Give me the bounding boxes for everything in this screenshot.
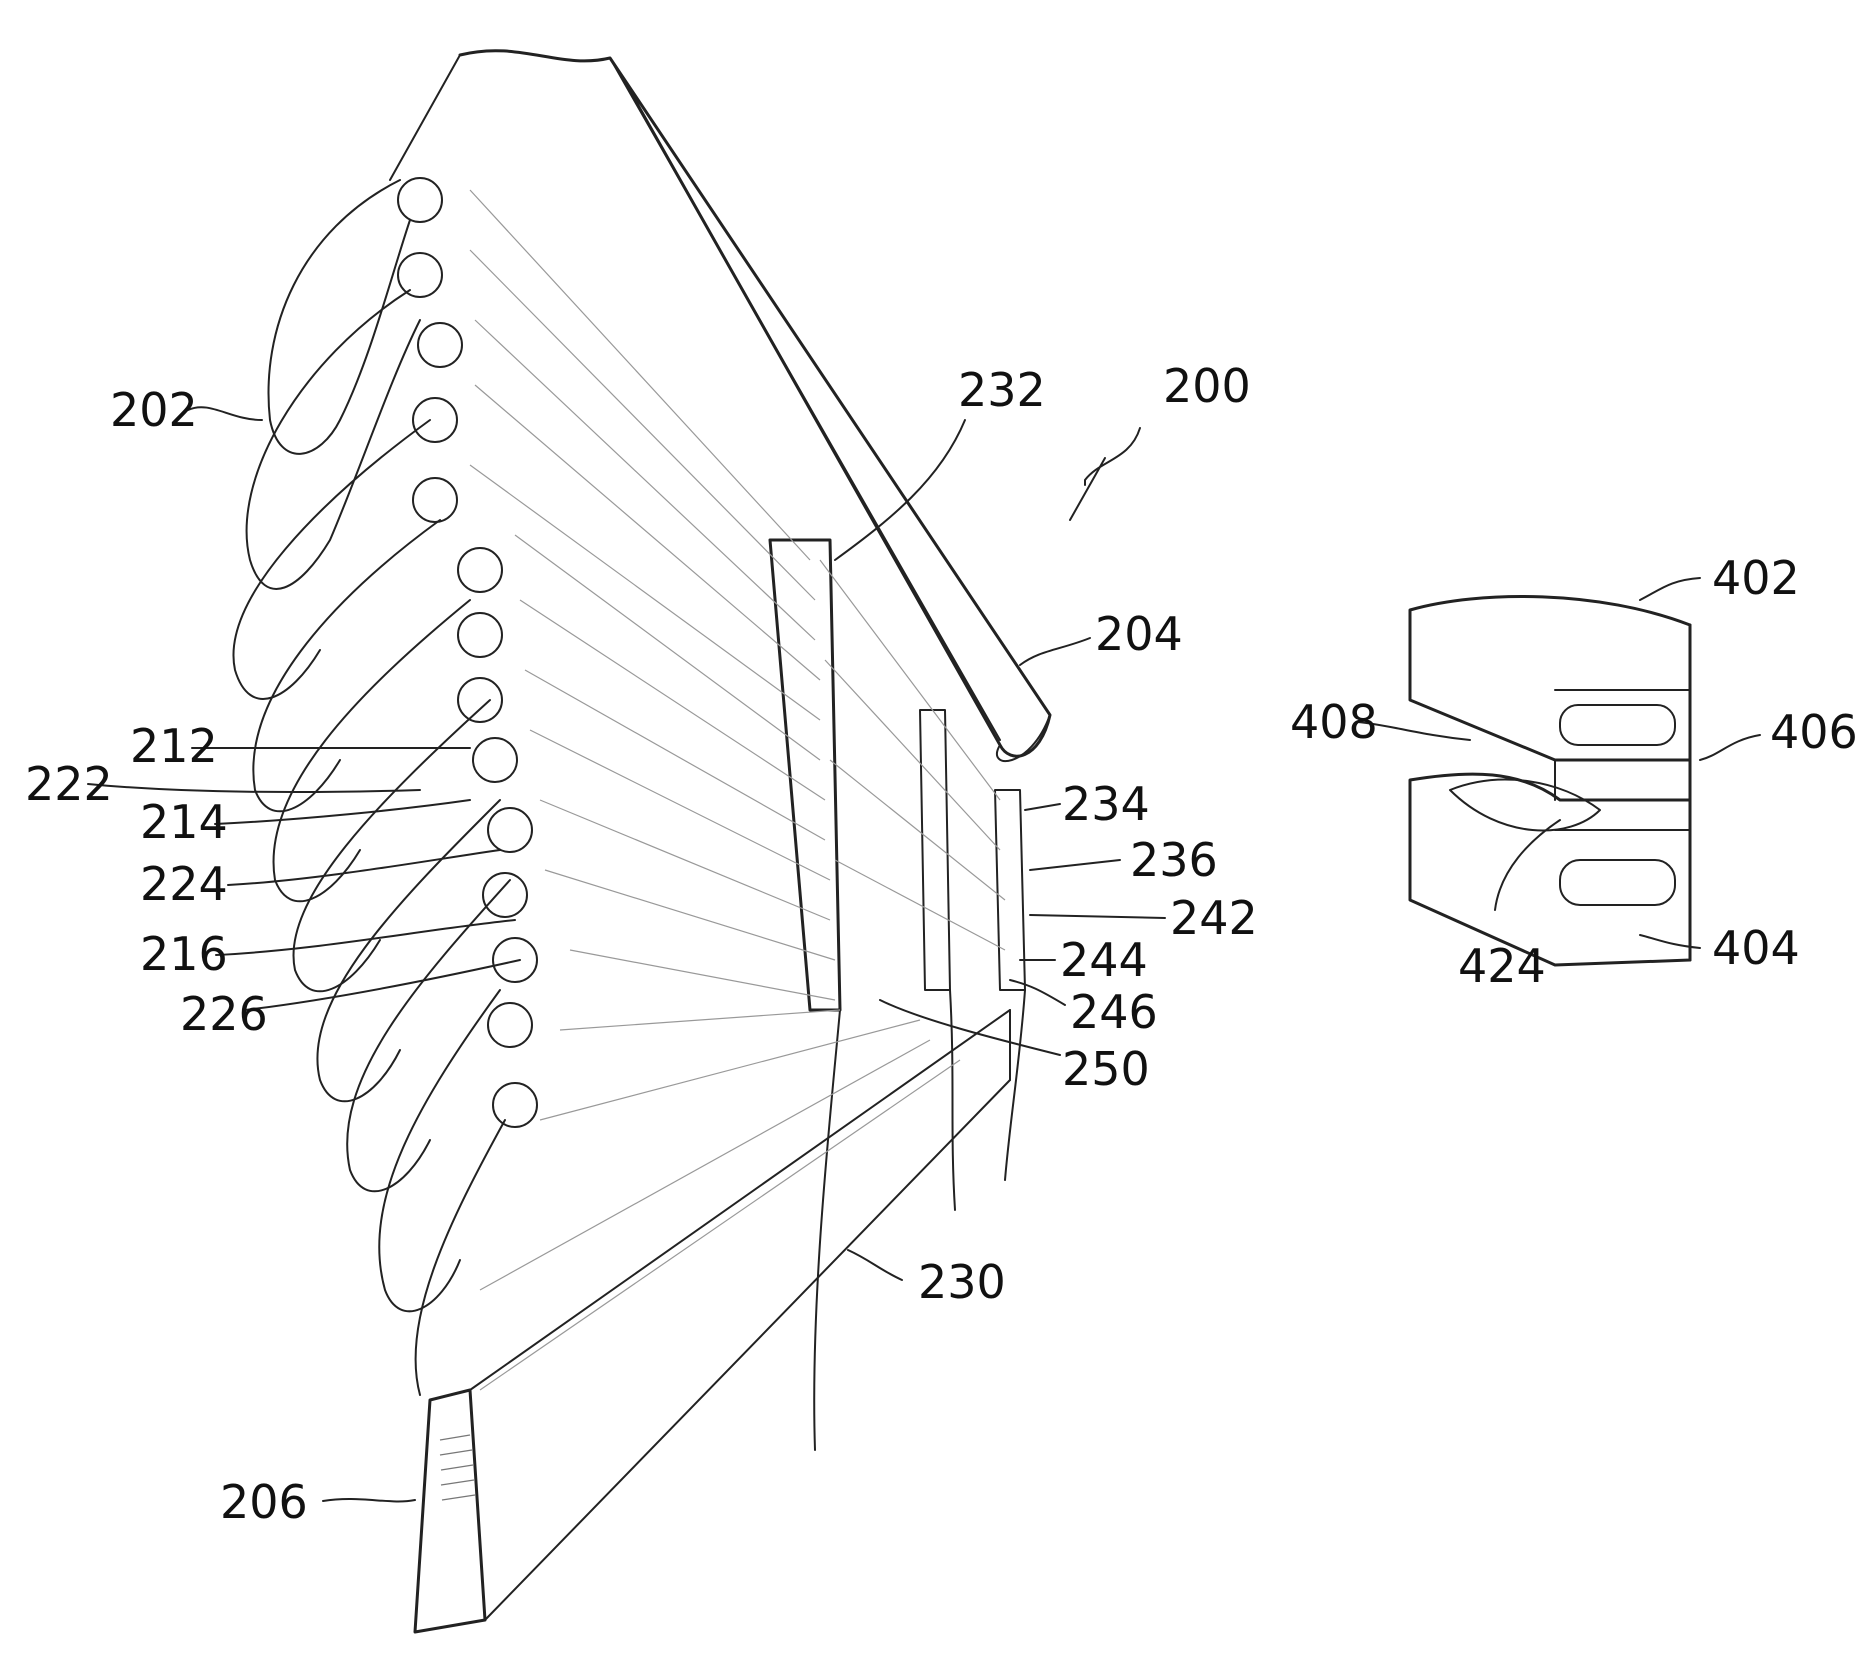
connector-strip-234 — [920, 710, 950, 990]
label-244: 244 — [1060, 933, 1148, 987]
label-234: 234 — [1062, 777, 1150, 831]
string-array-assembly — [88, 51, 1165, 1632]
label-212: 212 — [130, 719, 218, 773]
label-204: 204 — [1095, 607, 1183, 661]
label-206: 206 — [220, 1475, 308, 1529]
upper-block-402 — [1410, 596, 1690, 760]
label-214: 214 — [140, 795, 228, 849]
string-lines — [470, 190, 1005, 1390]
label-406: 406 — [1770, 705, 1858, 759]
clip-detail-400 — [1358, 578, 1760, 965]
label-404: 404 — [1712, 921, 1800, 975]
bridge-406 — [1555, 625, 1690, 960]
cable-230 — [814, 990, 1025, 1450]
label-236: 236 — [1130, 833, 1218, 887]
label-230: 230 — [918, 1255, 1006, 1309]
label-202: 202 — [110, 383, 198, 437]
label-216: 216 — [140, 927, 228, 981]
label-226: 226 — [180, 987, 268, 1041]
label-200: 200 — [1163, 359, 1251, 413]
label-408: 408 — [1290, 695, 1378, 749]
lower-frame-206 — [415, 1010, 1010, 1632]
reference-labels: 200 202 204 206 212 222 214 224 216 226 … — [25, 359, 1858, 1529]
connector-strip-232 — [770, 540, 840, 1010]
label-246: 246 — [1070, 985, 1158, 1039]
label-424: 424 — [1458, 939, 1546, 993]
label-242: 242 — [1170, 891, 1258, 945]
left-lobes — [234, 180, 510, 1395]
label-222: 222 — [25, 757, 113, 811]
label-250: 250 — [1062, 1042, 1150, 1096]
label-402: 402 — [1712, 551, 1800, 605]
label-232: 232 — [958, 363, 1046, 417]
leader-lines — [88, 407, 1165, 1501]
label-224: 224 — [140, 857, 228, 911]
